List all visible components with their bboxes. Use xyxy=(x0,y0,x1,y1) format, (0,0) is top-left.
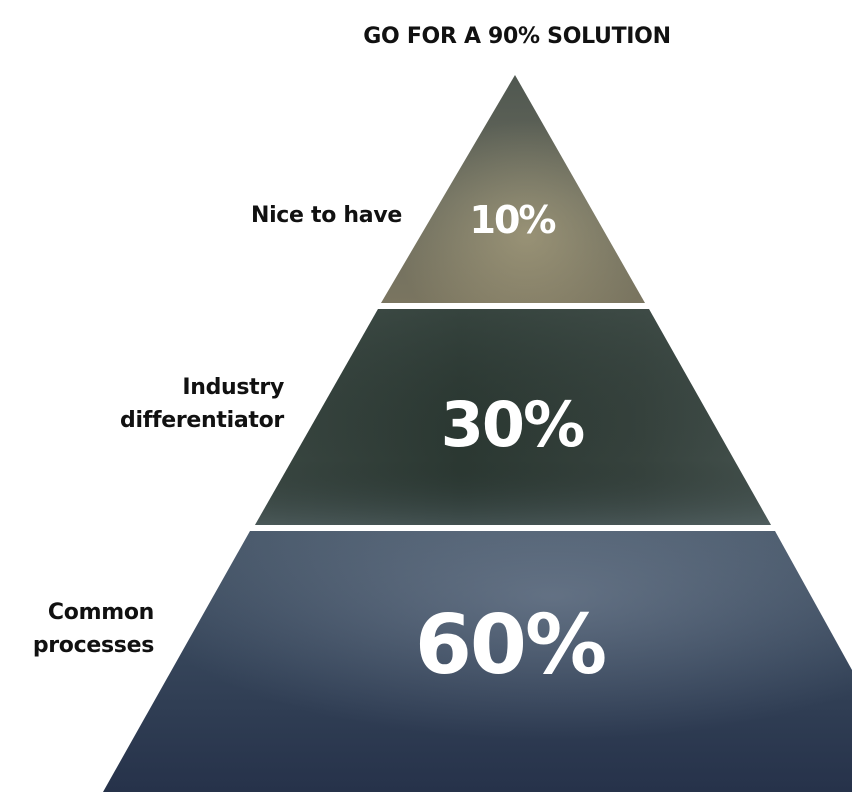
tier-middle-label: Industry differentiator xyxy=(80,371,284,437)
pyramid-tier-bottom-snow xyxy=(103,531,852,792)
pyramid-tier-top-glow xyxy=(381,75,645,303)
pyramid-tier-middle-shade xyxy=(255,309,771,525)
diagram-title: GO FOR A 90% SOLUTION xyxy=(363,24,671,49)
tier-top-label-line: Nice to have xyxy=(250,203,402,228)
tier-middle-percent: 30% xyxy=(440,388,585,461)
tier-top-label: Nice to have xyxy=(210,199,402,232)
tier-middle-label-line-1: Industry xyxy=(182,375,284,400)
tier-bottom-label-line-2: processes xyxy=(32,633,154,658)
tier-bottom-percent: 60% xyxy=(414,598,607,693)
tier-bottom-label: Common processes xyxy=(0,596,154,662)
tier-middle-label-line-2: differentiator xyxy=(120,408,284,433)
tier-bottom-label-line-1: Common xyxy=(47,600,154,625)
tier-top-percent: 10% xyxy=(469,198,557,242)
